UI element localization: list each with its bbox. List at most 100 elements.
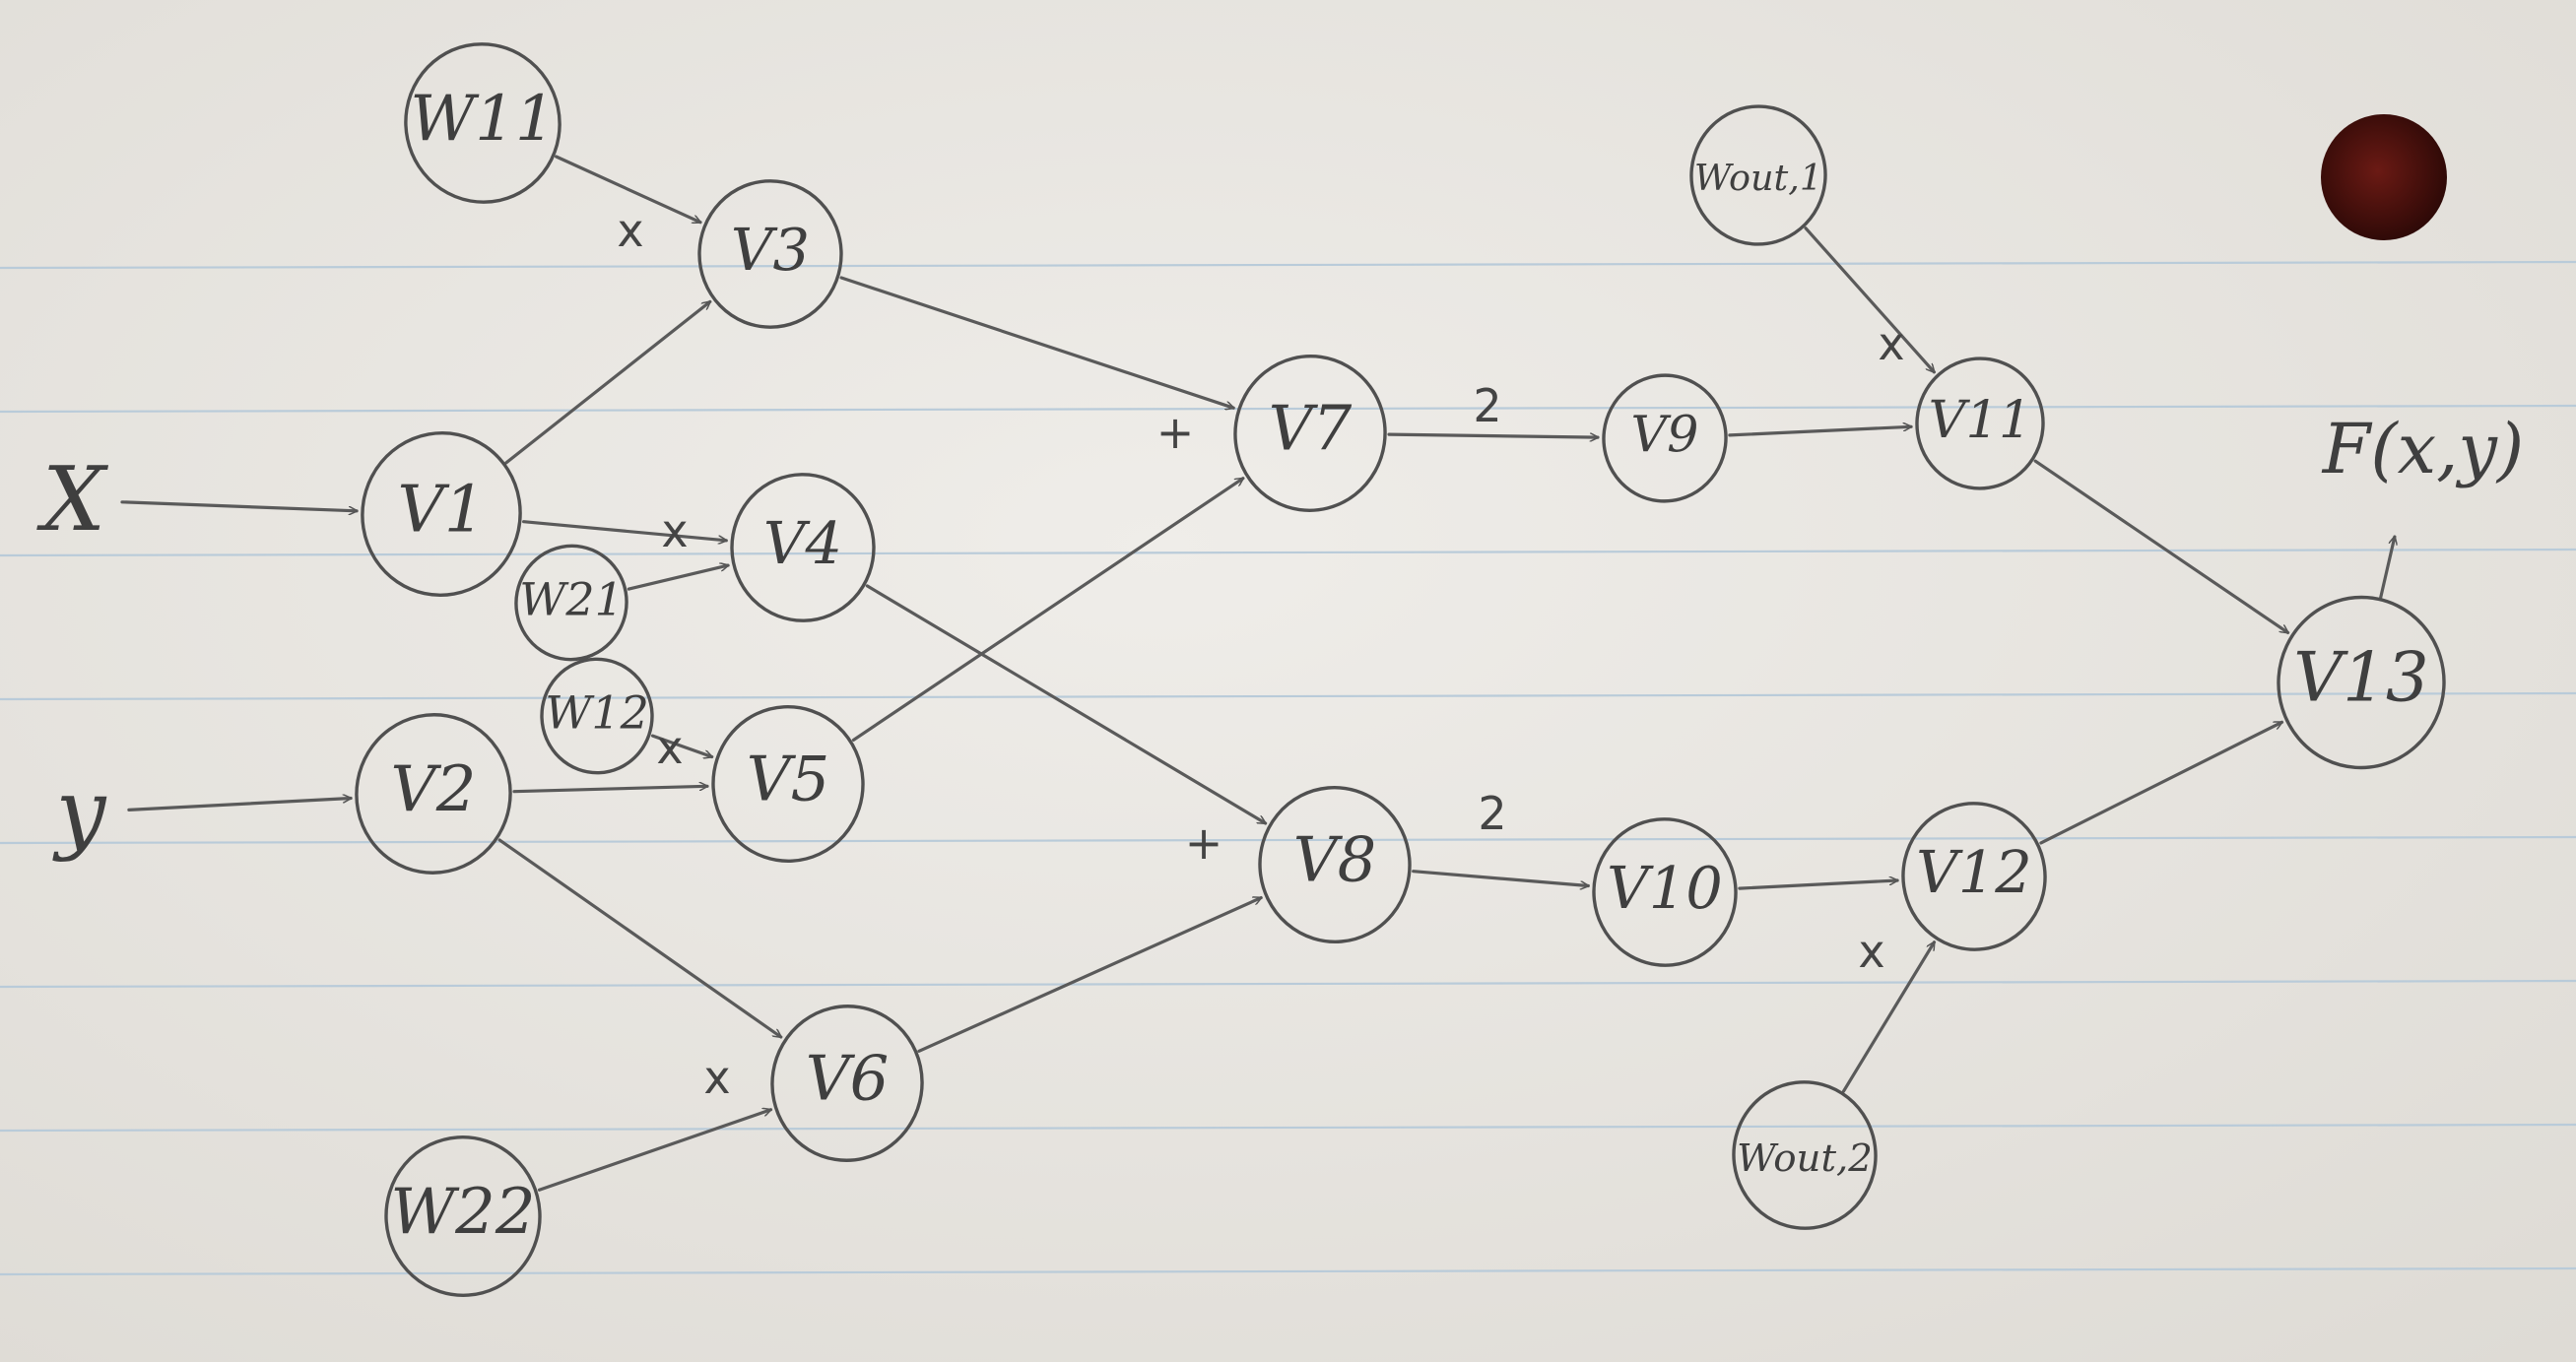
edge-v7-to-v9 [1387, 434, 1600, 437]
rule-line [0, 1266, 2576, 1276]
op-label-v4: x [661, 504, 688, 557]
node-label-w11: W11 [410, 83, 555, 156]
node-label-v13: V13 [2293, 638, 2428, 717]
rule-line [0, 691, 2576, 701]
node-v10: V10 [1592, 817, 1738, 967]
edge-x-to-v1 [120, 500, 359, 511]
node-label-v1: V1 [397, 473, 485, 548]
edge-wout1-to-v11 [1804, 227, 1934, 372]
rule-line [0, 979, 2576, 989]
node-label-v7: V7 [1269, 393, 1353, 465]
node-label-v2: V2 [391, 753, 477, 826]
edge-v13-to-output [2379, 537, 2395, 600]
io-labels: Xy F(x,y) [36, 409, 2524, 864]
node-v12: V12 [1901, 802, 2047, 951]
node-v7: V7 [1233, 355, 1387, 512]
node-v3: V3 [697, 179, 843, 329]
node-circle-wout2 [1732, 1080, 1878, 1230]
edge-v11-to-v13 [2033, 459, 2287, 635]
edge-w22-to-v6 [537, 1110, 771, 1192]
edges [120, 155, 2395, 1192]
edge-v8-to-v10 [1412, 870, 1590, 886]
node-label-w21: W21 [519, 572, 624, 625]
node-label-wout2: Wout,2 [1737, 1136, 1873, 1181]
op-label-v9: 2 [1473, 379, 1501, 432]
node-wout1: Wout,1 [1689, 104, 1827, 246]
node-label-v12: V12 [1916, 838, 2032, 906]
node-v4: V4 [730, 473, 876, 622]
rule-line [0, 404, 2576, 414]
node-circle-v12 [1901, 802, 2047, 951]
op-label-v6: x [703, 1051, 730, 1104]
node-circle-v2 [355, 713, 512, 875]
edge-v10-to-v12 [1738, 880, 1899, 890]
node-v11: V11 [1915, 357, 2045, 490]
node-circle-v10 [1592, 817, 1738, 967]
node-wout2: Wout,2 [1732, 1080, 1878, 1230]
ruled-lines [0, 260, 2576, 1276]
node-v8: V8 [1258, 786, 1412, 943]
node-label-v6: V6 [806, 1043, 890, 1115]
node-w11: W11 [404, 42, 561, 204]
rule-line [0, 548, 2576, 557]
node-label-v11: V11 [1929, 390, 2032, 450]
node-v9: V9 [1602, 373, 1728, 503]
node-v6: V6 [770, 1005, 924, 1162]
node-label-w12: W12 [545, 685, 649, 739]
node-circle-w12 [540, 657, 654, 775]
node-circle-w21 [514, 544, 628, 662]
edge-v5-to-v7 [851, 477, 1243, 743]
op-label-v8: + [1185, 816, 1223, 870]
punch-hole [2321, 114, 2447, 240]
op-label-v10: 2 [1478, 787, 1506, 840]
op-label-v12: x [1858, 925, 1884, 978]
edge-v1-to-v3 [504, 299, 710, 465]
node-label-v3: V3 [731, 216, 810, 284]
edge-v6-to-v8 [917, 895, 1261, 1053]
op-label-v11: x [1878, 317, 1904, 370]
node-circle-v7 [1233, 355, 1387, 512]
op-label-v3: x [617, 204, 643, 257]
input-label-y: y [52, 760, 107, 864]
output-label: F(x,y) [2321, 409, 2524, 489]
operation-labels: x x x x + +2 2 x x [617, 204, 1904, 1104]
node-w12: W12 [540, 657, 654, 775]
edge-v3-to-v7 [839, 276, 1233, 408]
node-circle-v1 [361, 431, 522, 597]
node-v5: V5 [711, 705, 865, 863]
node-circle-v8 [1258, 786, 1412, 943]
node-label-v4: V4 [763, 509, 842, 577]
node-circle-wout1 [1689, 104, 1827, 246]
rule-line [0, 1123, 2576, 1133]
rule-line [0, 835, 2576, 845]
node-v13: V13 [2277, 595, 2446, 770]
edge-v1-to-v4 [521, 520, 728, 541]
edge-w12-to-v5 [650, 734, 712, 756]
edge-v4-to-v8 [865, 584, 1265, 825]
node-circle-v11 [1915, 357, 2045, 490]
node-label-w22: W22 [390, 1176, 535, 1249]
edge-v2-to-v5 [512, 786, 709, 794]
op-label-v5: x [656, 721, 683, 774]
node-circle-v9 [1602, 373, 1728, 503]
node-circle-v4 [730, 473, 876, 622]
edge-w21-to-v4 [627, 565, 728, 591]
edge-y-to-v2 [127, 799, 353, 812]
node-circle-w11 [404, 42, 561, 204]
node-w22: W22 [384, 1135, 542, 1297]
input-label-x: X [36, 448, 109, 551]
node-circle-w22 [384, 1135, 542, 1297]
node-label-v8: V8 [1293, 824, 1377, 896]
op-label-v7: + [1156, 406, 1195, 459]
edge-v9-to-v11 [1728, 426, 1913, 437]
node-label-v10: V10 [1607, 854, 1723, 922]
edge-v12-to-v13 [2039, 720, 2282, 845]
node-v2: V2 [355, 713, 512, 875]
node-label-v5: V5 [747, 744, 830, 815]
node-w21: W21 [514, 544, 628, 662]
node-v1: V1 [361, 431, 522, 597]
node-label-wout1: Wout,1 [1694, 157, 1822, 199]
